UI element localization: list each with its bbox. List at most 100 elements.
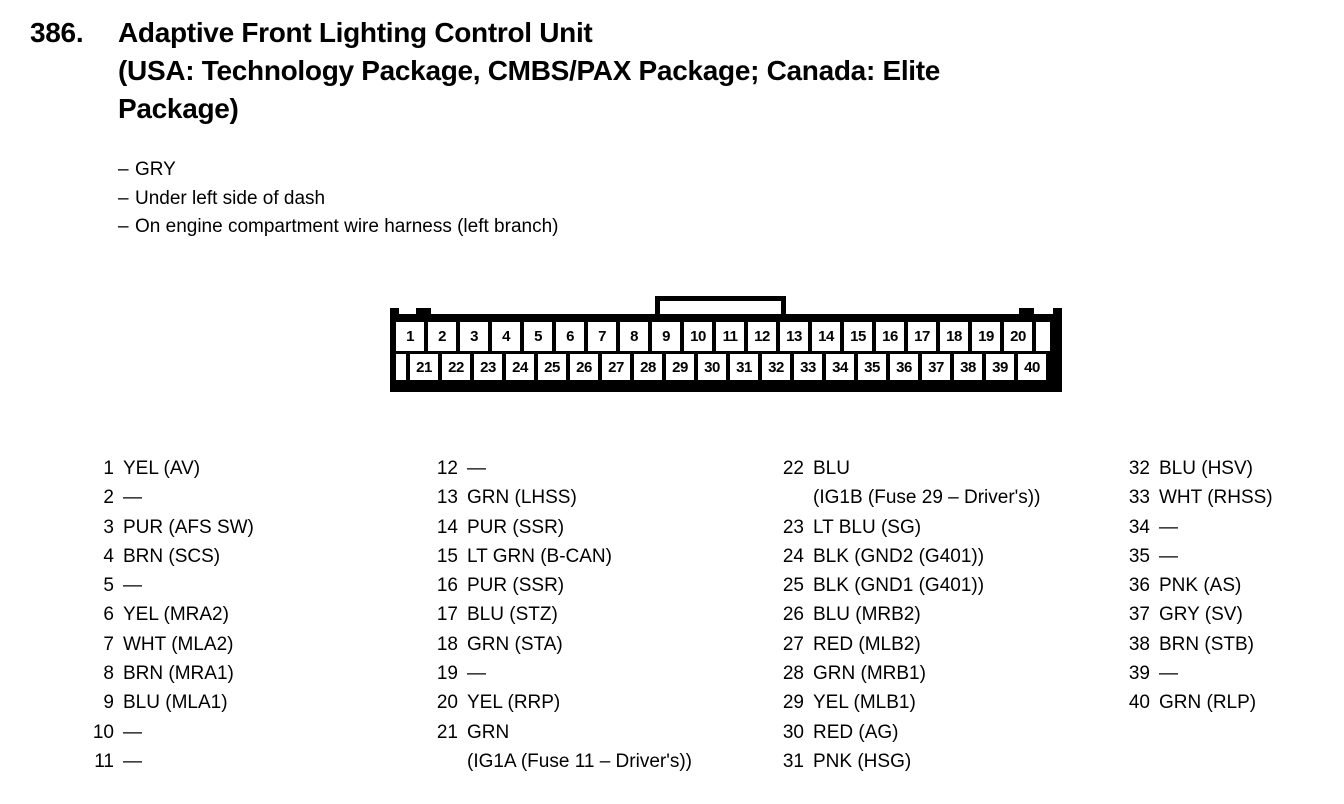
connector-pin-3: 3 xyxy=(460,322,488,351)
pin-number: 24 xyxy=(782,545,804,567)
connector-ear-left-icon xyxy=(390,308,399,318)
pin-description: GRN xyxy=(467,721,510,743)
pin-description: YEL (AV) xyxy=(123,458,201,479)
pin-number: 9 xyxy=(103,692,114,714)
pin-number: 14 xyxy=(436,516,458,538)
connector-pin-27: 27 xyxy=(602,354,630,380)
connector-pin-17: 17 xyxy=(908,322,936,351)
pin-description: PUR (SSR) xyxy=(467,516,565,538)
connector-pin-4: 4 xyxy=(492,322,520,351)
pin-number: 6 xyxy=(103,604,114,626)
pin-list-item: 10— xyxy=(88,718,254,747)
pin-description: PUR (SSR) xyxy=(467,575,565,597)
connector-pin-26: 26 xyxy=(570,354,598,380)
pin-description: — xyxy=(467,458,486,479)
pin-number: 33 xyxy=(1128,487,1150,509)
pin-number: 16 xyxy=(436,575,458,597)
pin-list-item: 14 PUR (SSR) xyxy=(432,513,692,542)
note-text: GRY xyxy=(135,159,176,180)
pin-description: PNK (AS) xyxy=(1159,575,1242,597)
pin-description: BRN (MRA1) xyxy=(123,663,234,685)
pin-number: 35 xyxy=(1128,545,1150,567)
pin-number: 4 xyxy=(103,545,114,567)
pin-number: 8 xyxy=(103,663,114,685)
note-item: –Under left side of dash xyxy=(118,185,558,214)
pin-number: 23 xyxy=(782,516,804,538)
connector-pin-6: 6 xyxy=(556,322,584,351)
pin-number: 15 xyxy=(436,545,458,567)
pin-list-item: 15 LT GRN (B-CAN) xyxy=(432,542,692,571)
pin-description: PUR (AFS SW) xyxy=(123,516,254,538)
pin-number: 17 xyxy=(436,604,458,626)
connector-pin-2: 2 xyxy=(428,322,456,351)
section-number: 386. xyxy=(30,17,84,48)
pin-description: — xyxy=(123,575,142,597)
pin-number: 3 xyxy=(103,516,114,538)
connector-pin-25: 25 xyxy=(538,354,566,380)
connector-pin-14: 14 xyxy=(812,322,840,351)
connector-nub-right-icon xyxy=(1019,308,1034,316)
section-title: Adaptive Front Lighting Control Unit (US… xyxy=(118,14,1320,128)
connector-pin-35: 35 xyxy=(858,354,886,380)
connector-pin-19: 19 xyxy=(972,322,1000,351)
connector-pin-24: 24 xyxy=(506,354,534,380)
connector-pin-23: 23 xyxy=(474,354,502,380)
connector-nub-left-icon xyxy=(416,308,431,316)
note-item: –GRY xyxy=(118,156,558,185)
note-dash-icon: – xyxy=(118,159,129,180)
pin-number: 2 xyxy=(103,487,114,509)
connector-pin-12: 12 xyxy=(748,322,776,351)
pin-number: 39 xyxy=(1128,663,1150,685)
pin-list-item: 38 BRN (STB) xyxy=(1124,630,1273,659)
pin-description: — xyxy=(1159,516,1178,538)
connector-pin-39: 39 xyxy=(986,354,1014,380)
connector-pin-33: 33 xyxy=(794,354,822,380)
connector-pin-32: 32 xyxy=(762,354,790,380)
connector-pin-15: 15 xyxy=(844,322,872,351)
pin-description: LT GRN (B-CAN) xyxy=(467,545,612,567)
pin-description: BLK (GND1 (G401)) xyxy=(813,575,985,597)
note-dash-icon: – xyxy=(118,187,129,209)
pin-description: — xyxy=(1159,663,1178,685)
pin-number: 38 xyxy=(1128,633,1150,655)
connector-pin-7: 7 xyxy=(588,322,616,351)
connector-pin-21: 21 xyxy=(410,354,438,380)
pin-description: BLU (STZ) xyxy=(467,604,558,626)
pin-description: BRN (STB) xyxy=(1159,633,1254,655)
pin-description: GRN (STA) xyxy=(467,633,563,655)
pin-list-item: 12— xyxy=(432,454,692,483)
pin-description: WHT (RHSS) xyxy=(1159,487,1273,509)
pin-list-item: 33 WHT (RHSS) xyxy=(1124,483,1273,512)
pin-number: 19 xyxy=(436,663,458,685)
connector-pin-20: 20 xyxy=(1004,322,1032,351)
pin-number: 13 xyxy=(436,487,458,509)
pin-list-item: 39 — xyxy=(1124,659,1273,688)
pin-description: RED (MLB2) xyxy=(813,633,921,655)
connector-pin-40: 40 xyxy=(1018,354,1046,380)
connector-pin-29: 29 xyxy=(666,354,694,380)
connector-pin-13: 13 xyxy=(780,322,808,351)
pin-number: 30 xyxy=(782,721,804,743)
connector-pin-8: 8 xyxy=(620,322,648,351)
pin-list-item: 35— xyxy=(1124,542,1273,571)
pin-number: 7 xyxy=(103,633,114,655)
pin-number: 37 xyxy=(1128,604,1150,626)
pin-description: BLU xyxy=(813,458,850,479)
connector-latch-icon xyxy=(655,296,786,318)
connector-ear-right-icon xyxy=(1053,308,1062,318)
